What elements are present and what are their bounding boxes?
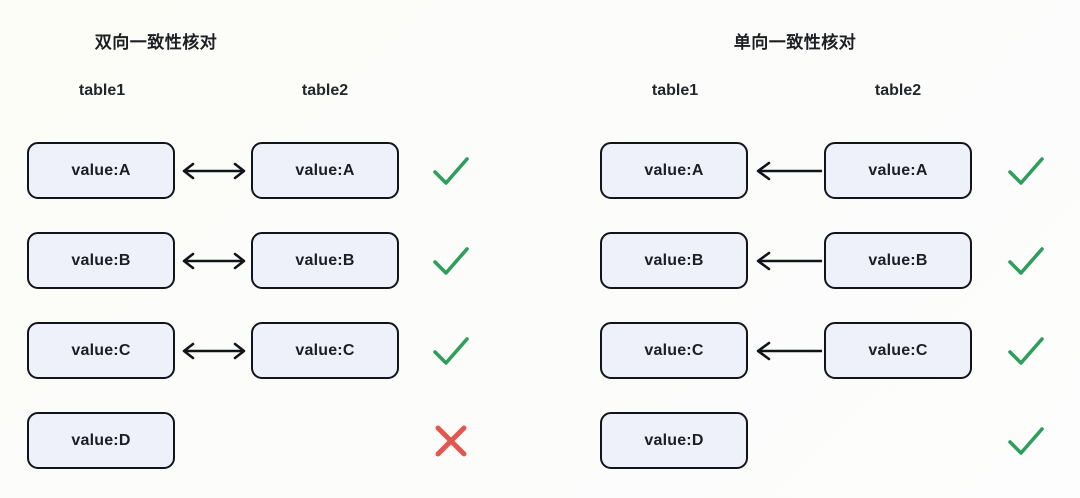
table-row: value:A value:A xyxy=(540,142,1080,200)
table-row: value:B value:B xyxy=(0,232,540,290)
panel-unidirectional: 单向一致性核对 table1 table2 value:A value:A va… xyxy=(540,0,1080,498)
value-box-left[interactable]: value:B xyxy=(27,232,175,289)
value-box-left[interactable]: value:C xyxy=(600,322,748,379)
table-row: value:C value:C xyxy=(0,322,540,380)
double-arrow-icon xyxy=(178,249,250,273)
column-header-table2: table2 xyxy=(301,82,349,99)
column-header-table2: table2 xyxy=(874,82,922,99)
value-box-right[interactable]: value:A xyxy=(251,142,399,199)
check-icon xyxy=(1003,328,1049,374)
table-row: value:D xyxy=(0,412,540,470)
check-icon xyxy=(1003,148,1049,194)
panel-bidirectional: 双向一致性核对 table1 table2 value:A value:A xyxy=(0,33,540,470)
value-box-right[interactable]: value:B xyxy=(251,232,399,289)
value-box-left[interactable]: value:A xyxy=(600,142,748,199)
cross-icon xyxy=(428,418,474,464)
check-icon xyxy=(428,148,474,194)
double-arrow-icon xyxy=(178,339,250,363)
value-box-left[interactable]: value:C xyxy=(27,322,175,379)
check-icon xyxy=(1003,418,1049,464)
table-row: value:C value:C xyxy=(540,322,1080,380)
value-box-left[interactable]: value:B xyxy=(600,232,748,289)
value-box-right[interactable]: value:A xyxy=(824,142,972,199)
column-header-table1: table1 xyxy=(651,82,699,99)
value-box-left[interactable]: value:D xyxy=(27,412,175,469)
value-box-right[interactable]: value:C xyxy=(251,322,399,379)
left-arrow-icon xyxy=(752,339,824,363)
check-icon xyxy=(1003,238,1049,284)
value-box-left[interactable]: value:A xyxy=(27,142,175,199)
value-box-right[interactable]: value:B xyxy=(824,232,972,289)
left-arrow-icon xyxy=(752,159,824,183)
left-arrow-icon xyxy=(752,249,824,273)
check-icon xyxy=(428,328,474,374)
table-row: value:D xyxy=(540,412,1080,470)
value-box-right[interactable]: value:C xyxy=(824,322,972,379)
panel-title-bidirectional: 双向一致性核对 xyxy=(94,33,218,52)
column-header-table1: table1 xyxy=(78,82,126,99)
panel-title-unidirectional: 单向一致性核对 xyxy=(733,33,857,52)
double-arrow-icon xyxy=(178,159,250,183)
table-row: value:A value:A xyxy=(0,142,540,200)
check-icon xyxy=(428,238,474,284)
table-row: value:B value:B xyxy=(540,232,1080,290)
value-box-left[interactable]: value:D xyxy=(600,412,748,469)
